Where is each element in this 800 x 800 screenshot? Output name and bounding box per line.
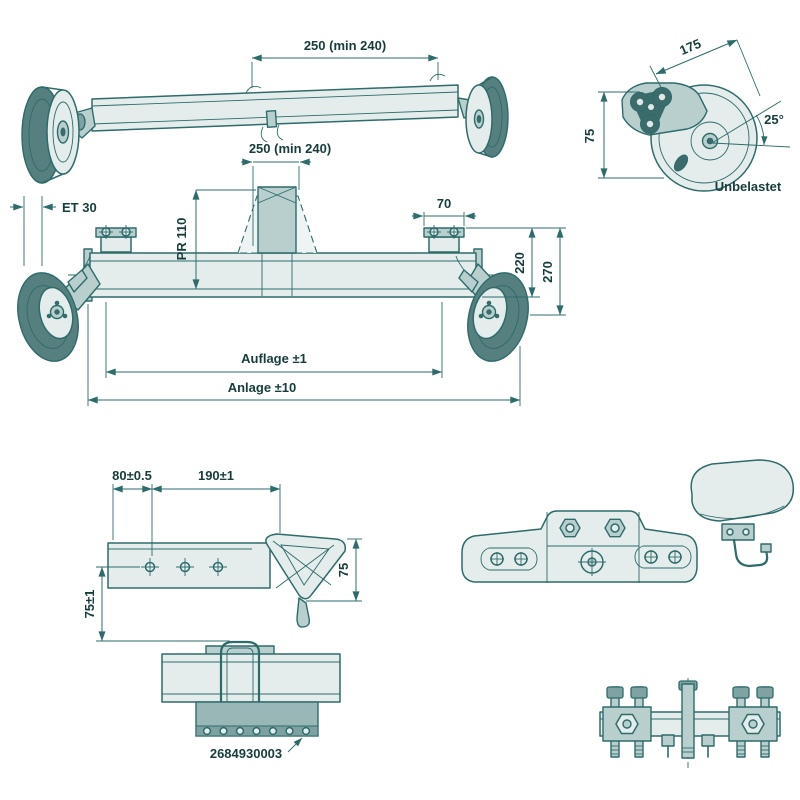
label-arm-length: 175: [677, 36, 703, 58]
dimension-top-width: 250 (min 240): [251, 38, 439, 88]
dimension-bracket-75: 75: [306, 538, 362, 602]
brake-cable-tab: [296, 597, 311, 628]
bracket-outline: [461, 510, 698, 583]
view-bracket-top: [461, 510, 698, 583]
view-clamp-front: 2684930003: [161, 640, 341, 761]
dimension-angle: 25°: [711, 100, 791, 148]
view-drum-side: [690, 459, 795, 568]
label-et: ET 30: [62, 200, 97, 215]
small-nut: [661, 734, 675, 747]
label-unloaded: Unbelastet: [715, 179, 782, 194]
brake-fitting: [260, 109, 284, 143]
wheel-left-perspective: [21, 86, 96, 184]
dimension-plate-width: 70: [412, 196, 476, 226]
axle-tube-front: [89, 252, 477, 298]
view-axle-front: 250 (min 240) PR 110 ET 30 70: [10, 141, 566, 406]
wheel-right-front: [455, 255, 529, 362]
label-height-220: 220: [512, 252, 527, 274]
hub: [60, 127, 66, 137]
wheel-left-front: [17, 255, 101, 362]
hub: [476, 115, 482, 123]
brake-lever: [67, 269, 88, 293]
shock-hook-left: [245, 85, 262, 94]
label-top-width: 250 (min 240): [304, 38, 386, 53]
label-plate-width: 70: [437, 196, 451, 211]
mount-column: [257, 186, 297, 254]
mount-plate-left: [95, 225, 137, 253]
dimension-arm-height: 75: [582, 91, 664, 179]
dimension-anlage: Anlage ±10: [87, 304, 521, 406]
dimension-auflage: Auflage ±1: [105, 302, 443, 378]
slot-hole: [673, 154, 689, 172]
u-bolt: [219, 640, 261, 704]
dimension-bracket-top: 80±0.5 190±1: [112, 468, 281, 556]
bolt-flange: [630, 87, 672, 134]
mount-plate-right: [423, 225, 465, 253]
view-hub-detail: 175 75 25° Unbelastet: [582, 36, 791, 194]
dimension-mid-width: 250 (min 240): [241, 141, 331, 246]
dimension-pr: PR 110: [174, 189, 256, 290]
shock-hook-right: [429, 73, 446, 82]
label-bracket-75-1: 75±1: [82, 590, 97, 619]
wheel-right-perspective: [457, 76, 509, 158]
label-bracket-190: 190±1: [198, 468, 234, 483]
nut: [756, 686, 774, 699]
label-auflage: Auflage ±1: [241, 351, 307, 366]
hub-bore: [690, 121, 730, 161]
nut: [732, 686, 750, 699]
dimension-heights: 220 270: [466, 227, 566, 316]
view-bracket-side: 80±0.5 190±1 75 75±1: [82, 468, 362, 642]
label-bracket-80: 80±0.5: [112, 468, 152, 483]
label-height-270: 270: [540, 261, 555, 283]
label-anlage: Anlage ±10: [228, 380, 297, 395]
small-nut: [701, 734, 715, 747]
nut: [606, 686, 624, 699]
bracket: [721, 523, 755, 541]
dimension-et: ET 30: [10, 196, 97, 266]
drum-silhouette: [690, 459, 795, 522]
view-clamp-bottom: [599, 678, 781, 768]
label-angle: 25°: [764, 112, 784, 127]
slot-left: [480, 547, 538, 571]
j-arm: [732, 538, 769, 568]
slot-right: [634, 545, 692, 569]
label-bracket-75: 75: [336, 563, 351, 577]
dimension-bracket-75-1: 75±1: [82, 566, 230, 642]
label-part-number: 2684930003: [210, 746, 282, 761]
tube-section: [161, 653, 341, 703]
nut: [630, 686, 648, 699]
view-axle-perspective: 250 (min 240): [21, 38, 509, 184]
label-arm-height: 75: [582, 129, 597, 143]
label-pr: PR 110: [174, 218, 189, 261]
center-stud: [681, 683, 695, 759]
brake-lever: [458, 269, 479, 293]
label-mid-width: 250 (min 240): [249, 141, 331, 156]
